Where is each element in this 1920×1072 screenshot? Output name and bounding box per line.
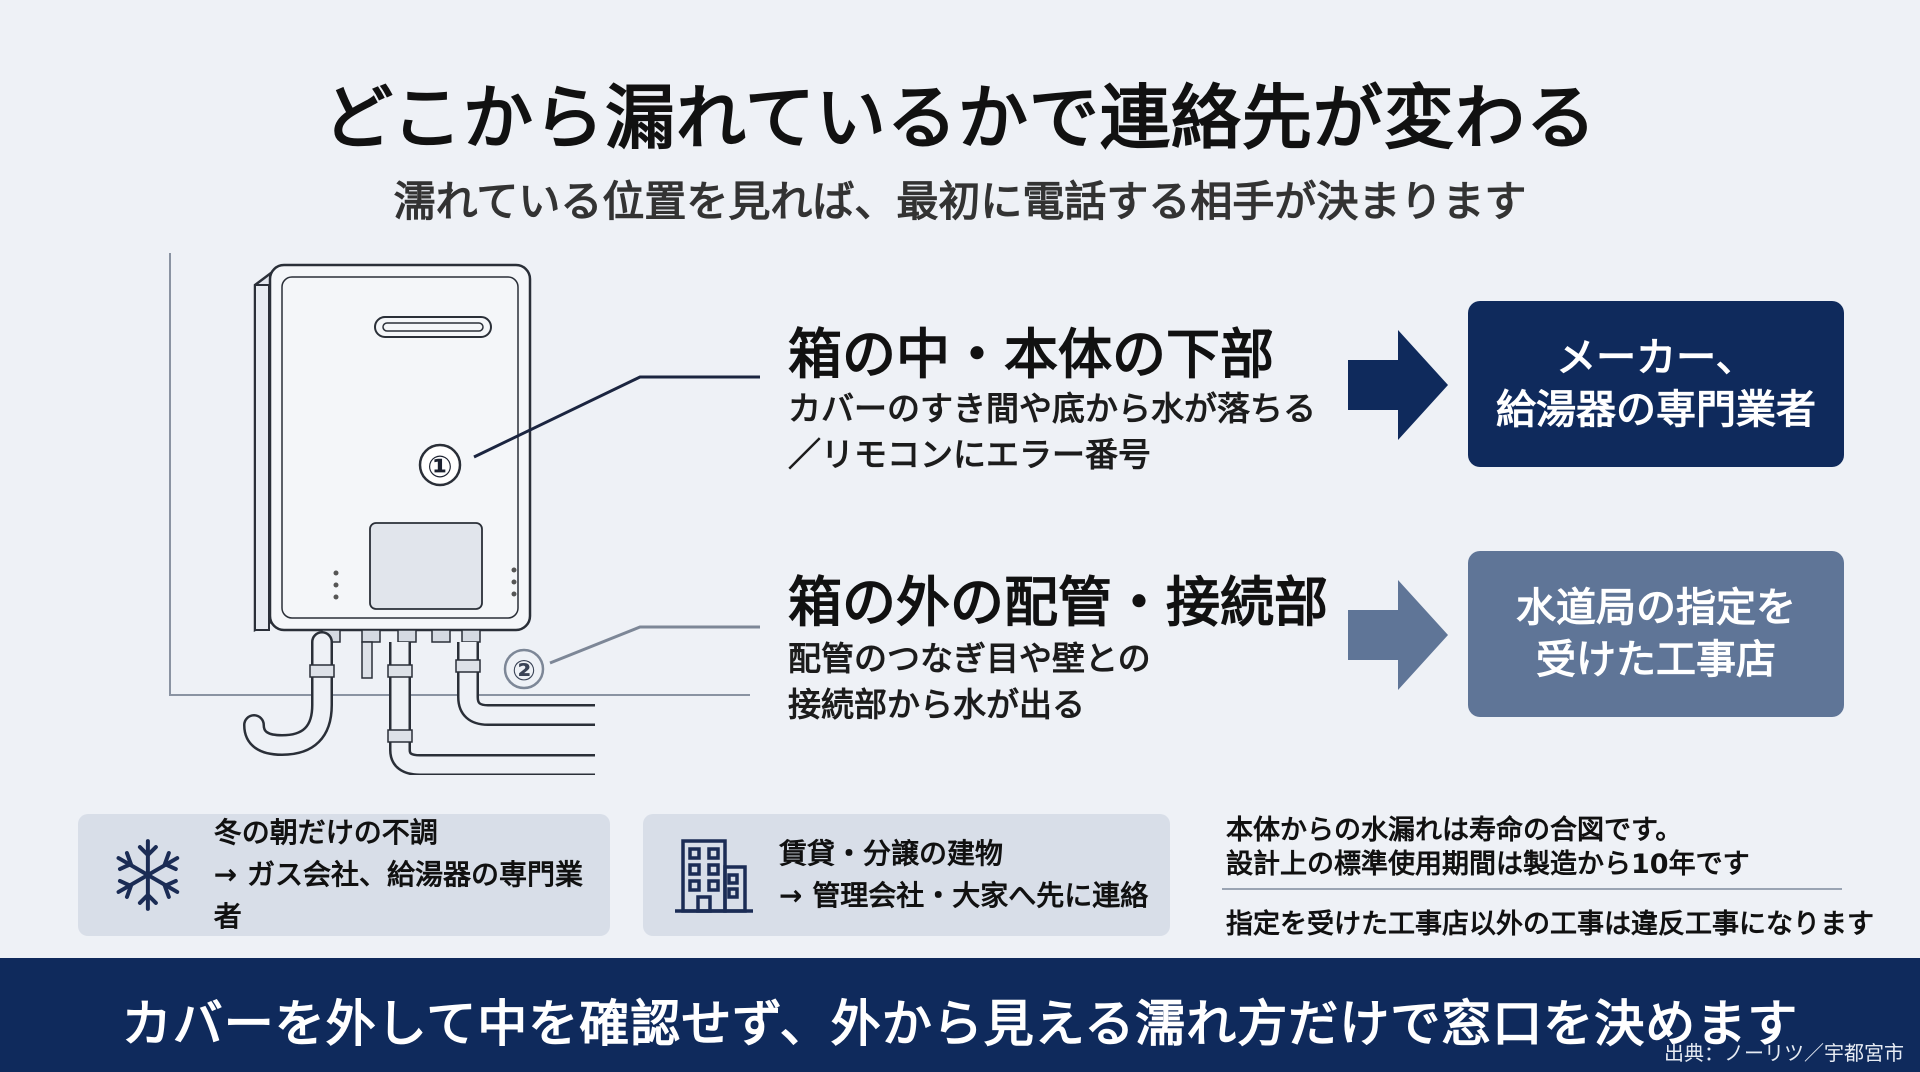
winter-note-card: 冬の朝だけの不調 → ガス会社、給湯器の専門業者 <box>78 814 610 936</box>
arrow-right-icon <box>1348 330 1448 440</box>
water-heater-illustration: ① ② <box>169 253 760 775</box>
winter-note-line2: → ガス会社、給湯器の専門業者 <box>213 858 583 933</box>
contact-maker-box: メーカー、 給湯器の専門業者 <box>1468 301 1844 467</box>
snowflake-icon <box>116 839 180 911</box>
rental-note-line1: 賃貸・分譲の建物 <box>779 837 1004 870</box>
page-subtitle: 濡れている位置を見れば、最初に電話する相手が決まります <box>393 177 1527 226</box>
footer-banner: カバーを外して中を確認せず、外から見える濡れ方だけで窓口を決めます 出典：ノーリ… <box>0 958 1920 1072</box>
fine-print-line2: 設計上の標準使用期間は製造から10年です <box>1226 849 1750 880</box>
rental-note-card: 賃貸・分譲の建物 → 管理会社・大家へ先に連絡 <box>643 814 1170 936</box>
fine-print-line3: 指定を受けた工事店以外の工事は違反工事になります <box>1226 909 1874 940</box>
marker-1: ① <box>427 450 452 485</box>
arrow-right-icon <box>1348 580 1448 690</box>
footer-message: カバーを外して中を確認せず、外から見える濡れ方だけで窓口を決めます <box>121 995 1799 1053</box>
fine-print-line1: 本体からの水漏れは寿命の合図です。 <box>1226 815 1683 846</box>
page-title: どこから漏れているかで連絡先が変わる <box>323 77 1597 159</box>
case-1-desc-line1: カバーのすき間や底から水が落ちる <box>788 389 1316 428</box>
case-1-description: カバーのすき間や底から水が落ちる ／リモコンにエラー番号 <box>788 386 1316 478</box>
case-1-desc-line2: ／リモコンにエラー番号 <box>788 435 1151 474</box>
case-2-desc-line2: 接続部から水が出る <box>788 685 1085 724</box>
marker-2: ② <box>512 654 536 687</box>
contact-maker-line1: メーカー、 <box>1556 335 1756 381</box>
winter-note-line1: 冬の朝だけの不調 <box>213 816 438 849</box>
fine-print-divider <box>1222 888 1842 890</box>
rental-note-line2: → 管理会社・大家へ先に連絡 <box>779 879 1149 912</box>
case-2-heading: 箱の外の配管・接続部 <box>788 571 1328 634</box>
case-2-desc-line1: 配管のつなぎ目や壁との <box>788 639 1151 678</box>
contact-water-line2: 受けた工事店 <box>1536 637 1776 683</box>
contact-maker-line2: 給湯器の専門業者 <box>1496 387 1816 433</box>
case-2-description: 配管のつなぎ目や壁との 接続部から水が出る <box>788 636 1151 728</box>
building-icon <box>675 839 753 913</box>
source-credit: 出典：ノーリツ／宇都宮市 <box>1664 1041 1904 1065</box>
contact-water-line1: 水道局の指定を <box>1516 585 1796 631</box>
case-1-heading: 箱の中・本体の下部 <box>788 323 1274 386</box>
contact-waterworks-box: 水道局の指定を 受けた工事店 <box>1468 551 1844 717</box>
